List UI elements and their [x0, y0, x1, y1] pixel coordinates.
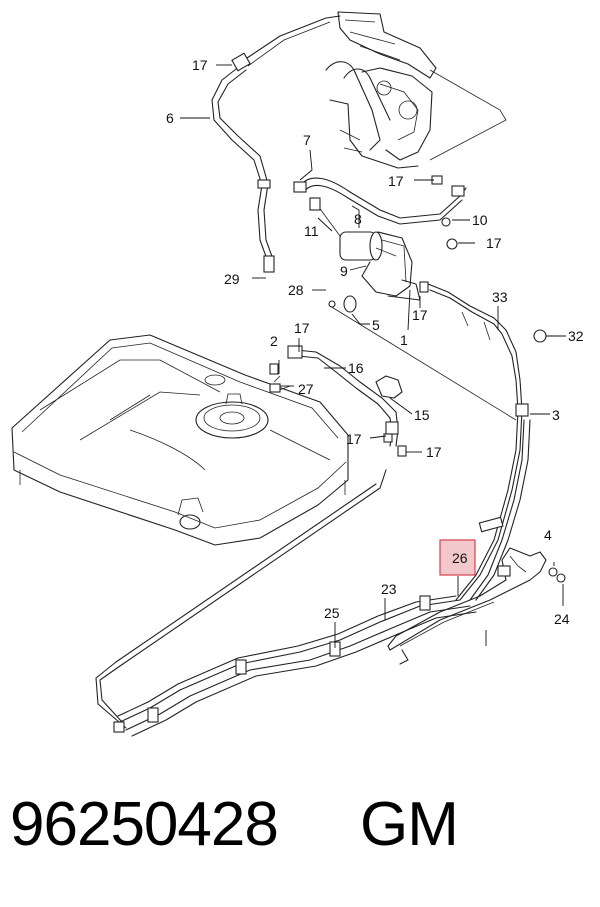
callout-label: 33 [492, 289, 508, 305]
leader-lines [180, 64, 566, 648]
callout-label: 24 [554, 611, 570, 627]
callout-label: 2 [270, 333, 278, 349]
fuel-filter [309, 197, 458, 301]
callout-label: 1 [400, 332, 408, 348]
callout-label: 9 [340, 263, 348, 279]
fuel-system-diagram: 17 6 7 17 8 10 11 17 9 29 28 33 17 5 32 … [11, 11, 584, 737]
callout-label: 17 [294, 320, 310, 336]
small-parts [269, 175, 547, 443]
callout-3-highlight [439, 539, 476, 576]
callout-label: 17 [346, 431, 362, 447]
callout-labels: 17 6 7 17 8 10 11 17 9 29 28 33 17 5 32 … [166, 57, 584, 627]
callout-label: 16 [348, 360, 364, 376]
line-6 [211, 15, 341, 273]
callout-label: 32 [568, 328, 584, 344]
callout-label: 11 [304, 223, 319, 239]
fuel-tank [11, 334, 349, 546]
callout-label: 3 [552, 407, 560, 423]
callout-label: 17 [192, 57, 208, 73]
callout-label: 25 [324, 605, 340, 621]
callout-label: 17 [486, 235, 502, 251]
callout-label: 15 [414, 407, 430, 423]
brand-name: GM [360, 790, 459, 859]
line-7 [293, 177, 467, 225]
shield-24 [387, 547, 566, 665]
line-5 [329, 283, 531, 601]
callout-label: 27 [298, 381, 314, 397]
callout-label: 23 [381, 581, 397, 597]
callout-label: 6 [166, 110, 174, 126]
line-4 [95, 469, 477, 737]
callout-label: 7 [303, 132, 311, 148]
callout-label: 5 [372, 317, 380, 333]
callout-label-highlighted: 26 [452, 550, 468, 566]
callout-label: 8 [354, 211, 362, 227]
line-2 [273, 345, 407, 457]
footer: 96250428 GM [0, 790, 600, 900]
callout-label: 10 [472, 212, 488, 228]
callout-label: 4 [544, 527, 552, 543]
callout-label: 17 [426, 444, 442, 460]
callout-label: 28 [288, 282, 304, 298]
callout-label: 29 [224, 271, 240, 287]
callout-label: 17 [412, 307, 428, 323]
callout-label: 17 [388, 173, 404, 189]
fuel-rail-manifold [325, 11, 507, 169]
part-number: 96250428 [10, 790, 279, 859]
